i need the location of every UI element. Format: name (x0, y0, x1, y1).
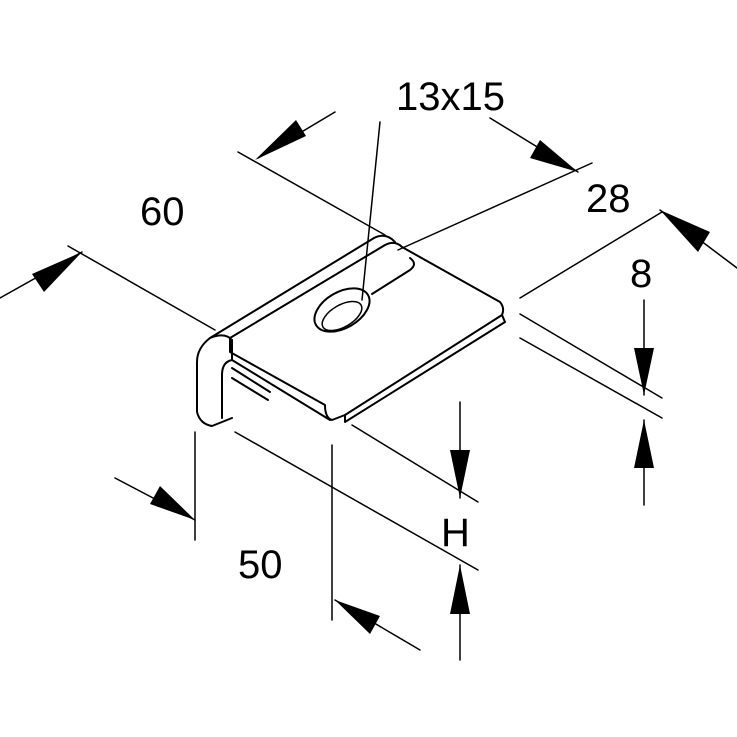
label-thickness: 8 (630, 252, 652, 296)
dimension-labels: 13x15 60 28 8 H 50 (140, 75, 652, 587)
ext-length-left (67, 245, 216, 331)
ext-width-right (397, 162, 593, 251)
clamp-part (196, 234, 506, 427)
top-plate-front-edge (231, 359, 331, 421)
slot-line (371, 257, 415, 295)
dim-height-lower-arrow (450, 565, 470, 614)
dim-width-right-arrow (530, 140, 578, 172)
dim-width-left-arrow (255, 120, 306, 160)
ext-height-top (351, 424, 479, 503)
extension-lines (67, 151, 663, 621)
top-plate-face (229, 241, 505, 421)
hook-top-curve (209, 234, 396, 339)
ext-width-left (237, 151, 386, 236)
ext-thickness-mid (519, 313, 663, 399)
oblong-hole (313, 287, 371, 333)
dim-thickness-upper-arrow (634, 348, 654, 395)
dimension-arrows (0, 111, 737, 661)
hole-leader-line (361, 121, 381, 301)
hook-underside (231, 367, 271, 401)
hook-inner (221, 339, 233, 419)
dim-height-upper-arrow (450, 450, 470, 498)
dim-thickness-lower-arrow (634, 420, 654, 468)
ext-thickness-bottom (519, 337, 663, 419)
label-width: 28 (586, 177, 631, 221)
top-plate-side-edge (344, 314, 506, 423)
ext-height-bottom (234, 431, 479, 571)
label-height: H (441, 511, 470, 555)
dim-depth-left-arrow (150, 486, 195, 520)
dim-depth-right-arrow2 (335, 600, 380, 634)
label-length: 60 (140, 190, 185, 234)
dim-depth-right-arrow (660, 210, 710, 252)
dim-length-arrow (32, 252, 82, 292)
label-hole-size: 13x15 (396, 75, 505, 119)
ext-thickness-top (519, 211, 663, 299)
label-depth: 50 (238, 543, 283, 587)
hook-outer (196, 334, 233, 427)
oblong-hole-inner (321, 300, 363, 332)
